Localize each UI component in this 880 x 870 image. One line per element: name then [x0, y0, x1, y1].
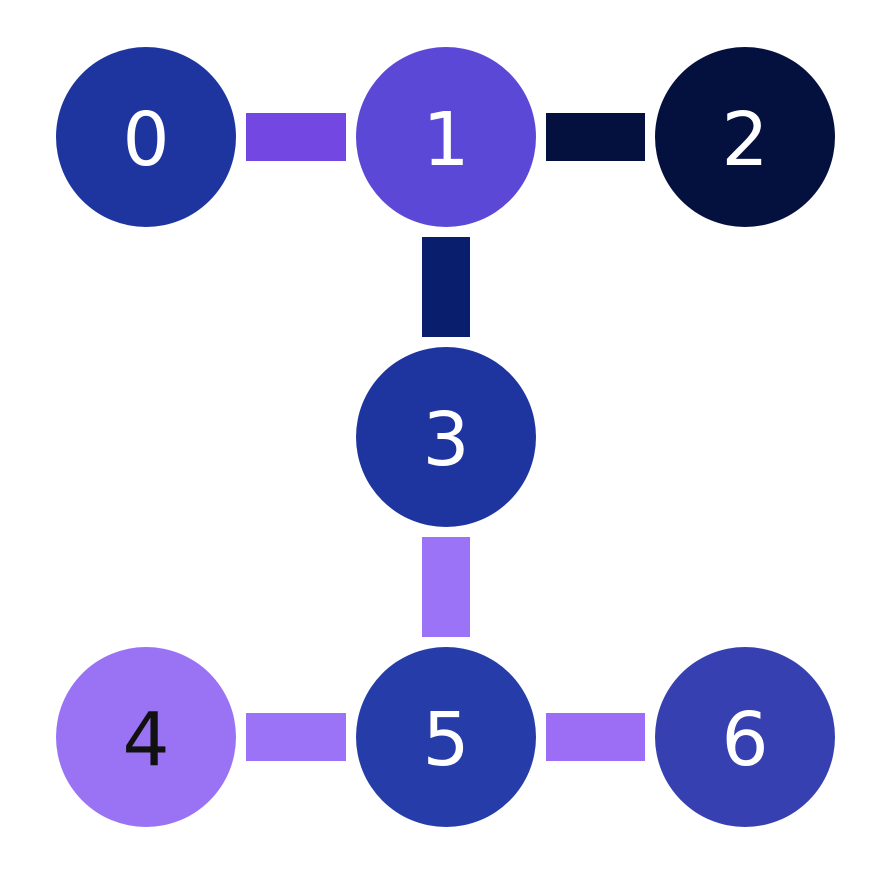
node-6: 6: [655, 647, 835, 827]
node-label-5: 5: [422, 697, 469, 783]
node-0: 0: [56, 47, 236, 227]
node-circle-2: [655, 47, 835, 227]
node-circle-4: [56, 647, 236, 827]
edges-layer: [246, 113, 645, 761]
node-circle-5: [356, 647, 536, 827]
node-circle-6: [655, 647, 835, 827]
node-label-2: 2: [721, 97, 768, 183]
node-label-6: 6: [721, 697, 768, 783]
node-circle-0: [56, 47, 236, 227]
node-5: 5: [356, 647, 536, 827]
node-circle-1: [356, 47, 536, 227]
nodes-layer: 0 1 2 3 4 5 6: [56, 47, 835, 827]
node-4: 4: [56, 647, 236, 827]
node-3: 3: [356, 347, 536, 527]
node-2: 2: [655, 47, 835, 227]
node-label-3: 3: [422, 397, 469, 483]
node-1: 1: [356, 47, 536, 227]
node-label-0: 0: [122, 97, 169, 183]
node-label-4: 4: [122, 697, 169, 783]
node-circle-3: [356, 347, 536, 527]
node-label-1: 1: [422, 97, 469, 183]
